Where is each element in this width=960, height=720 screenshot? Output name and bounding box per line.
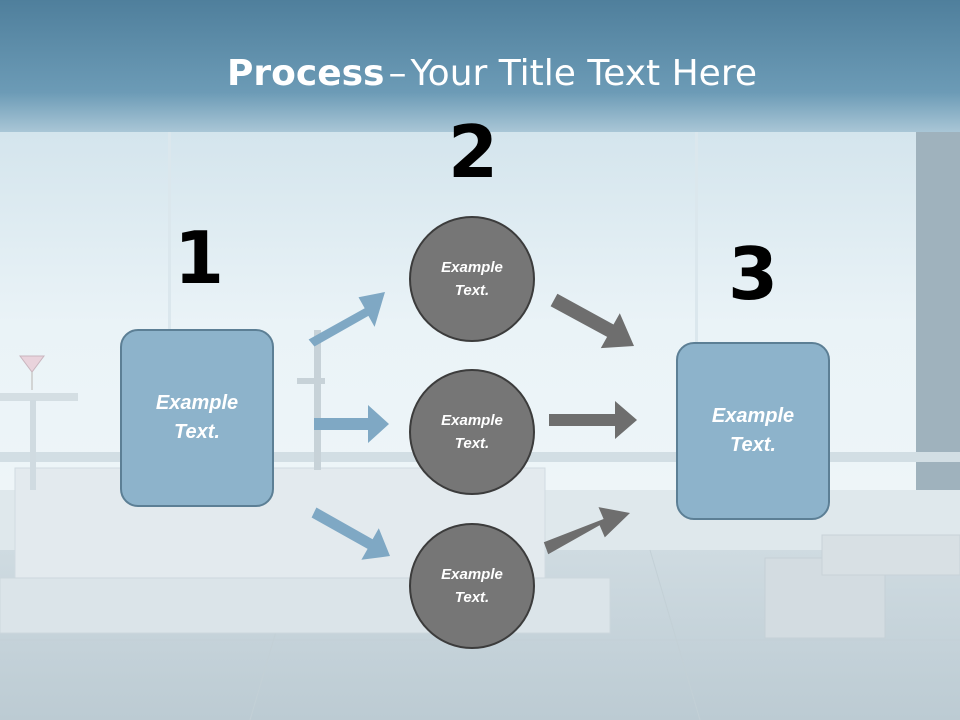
step-2-circle-2: Example Text. — [409, 369, 535, 495]
circle-2-text-line2: Text. — [454, 435, 490, 452]
circle-3-text-line1: Example — [441, 566, 503, 583]
arrow-circle2-to-box3 — [549, 401, 637, 439]
title-separator: – — [388, 53, 407, 94]
step-1-text-line2: Text. — [174, 421, 220, 443]
step-3-box: Example Text. — [676, 342, 830, 520]
arrow-box1-to-circle3 — [311, 507, 390, 560]
step-1-text-line1: Example — [155, 392, 239, 414]
step-number-2: 2 — [447, 110, 499, 194]
circle-1-text-line2: Text. — [454, 282, 490, 299]
step-number-3: 3 — [727, 232, 779, 316]
step-1-box-text: Example Text. — [156, 389, 238, 447]
slide-title: Process–Your Title Text Here — [0, 48, 960, 100]
arrow-circle3-to-box3 — [543, 507, 630, 555]
arrow-circle1-to-box3 — [550, 293, 634, 349]
step-number-1: 1 — [173, 216, 225, 300]
step-1-box: Example Text. — [120, 329, 274, 507]
step-3-text-line1: Example — [711, 405, 795, 427]
step-2-circle-1: Example Text. — [409, 216, 535, 342]
arrow-box1-to-circle2 — [314, 405, 389, 443]
arrow-box1-to-circle1 — [308, 292, 385, 347]
circle-3-text-line2: Text. — [454, 589, 490, 606]
circle-2-text-line1: Example — [441, 412, 503, 429]
title-bold-part: Process — [226, 53, 385, 94]
step-3-box-text: Example Text. — [712, 402, 794, 460]
step-3-text-line2: Text. — [730, 434, 776, 456]
circle-1-text-line1: Example — [441, 259, 503, 276]
title-text-part: Your Title Text Here — [410, 53, 757, 94]
step-2-circle-3: Example Text. — [409, 523, 535, 649]
